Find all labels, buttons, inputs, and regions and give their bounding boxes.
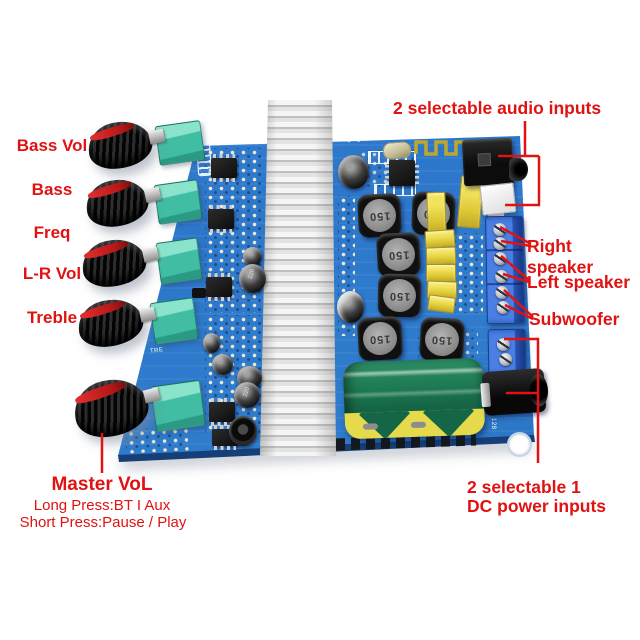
terminal-divider — [486, 248, 523, 252]
inductor-disc: 150 — [381, 237, 416, 272]
terminal-screw — [493, 222, 507, 237]
pot-lr-vol — [149, 297, 199, 345]
label-right-speaker: Right speaker — [527, 236, 594, 277]
audio-jack-nose — [509, 158, 528, 181]
label-dc-power-1: 2 selectable 1 — [467, 477, 581, 497]
label-lr-vol: L-R Vol — [22, 264, 82, 283]
label-short-press: Short Press:Pause / Play — [19, 514, 187, 531]
jack-detail — [477, 152, 492, 167]
pot-master-vol — [150, 379, 206, 433]
inductor-disc: 150 — [362, 321, 398, 356]
inductor-disc: 150 — [424, 322, 460, 357]
capacitor-value-text: 220 — [242, 385, 251, 398]
electrolytic-capacitor — [203, 333, 220, 353]
electrolytic-capacitor — [338, 155, 369, 189]
soic-chip — [211, 154, 237, 182]
dc-barrel-jack — [480, 367, 550, 417]
toroid-inductor — [229, 416, 257, 446]
speaker-terminal-block — [485, 215, 525, 325]
smd-pad-cluster — [455, 233, 483, 313]
label-audio-inputs: 2 selectable audio inputs — [393, 98, 602, 118]
bluetooth-ic-chip — [385, 160, 419, 186]
pot-bass-vol — [154, 119, 206, 167]
inductor-150: 150 — [418, 316, 466, 363]
silkscreen-128: 128 — [490, 418, 496, 430]
crystal-oscillator — [382, 141, 412, 160]
inductor-150: 150 — [377, 273, 422, 318]
terminal-screw — [496, 300, 510, 315]
capacitor-value-text: 220 — [247, 268, 257, 280]
label-treble: Treble — [26, 308, 78, 327]
dc-terminal-block — [487, 328, 527, 376]
inductor-150: 150 — [356, 192, 403, 239]
terminal-screw — [496, 337, 510, 352]
inductor-150: 150 — [356, 315, 404, 362]
label-freq: Freq — [33, 223, 71, 242]
inductor-disc: 150 — [382, 278, 417, 313]
electrolytic-capacitor — [337, 291, 364, 323]
soic-chip — [206, 273, 232, 301]
label-subwoofer: Subwoofer — [529, 309, 620, 329]
yellow-capacitor — [425, 246, 457, 266]
label-left-speaker: Left speaker — [527, 272, 631, 292]
aux-input-connector — [479, 182, 517, 216]
terminal-screw — [499, 352, 513, 367]
label-bass: Bass — [31, 180, 73, 199]
pot-bass — [153, 179, 203, 225]
band-pad — [362, 423, 379, 430]
dc-jack-opening — [528, 373, 550, 407]
electrolytic-capacitor — [243, 247, 262, 266]
mounting-hole — [507, 432, 532, 457]
inductor-150: 150 — [375, 231, 422, 278]
knob-shaft — [141, 246, 160, 263]
chevron-mark — [423, 408, 474, 438]
terminal-divider — [487, 282, 524, 286]
pot-freq — [155, 237, 203, 285]
audio-jack-3-5mm — [461, 137, 515, 187]
label-long-press: Long Press:BT I Aux — [33, 497, 171, 514]
soic-chip — [209, 398, 235, 426]
label-bass-vol: Bass Vol — [16, 136, 88, 155]
electrolytic-capacitor: 220 — [239, 264, 266, 293]
label-master-vol: Master VoL — [51, 474, 153, 495]
inductor-disc: 150 — [362, 198, 397, 233]
electrolytic-capacitor — [212, 354, 233, 375]
yellow-capacitor — [426, 264, 456, 282]
capacitor-yellow-band — [344, 408, 486, 440]
terminal-screw — [493, 251, 507, 266]
silkscreen-power-marking: - +o -o + — [336, 136, 369, 145]
electrolytic-capacitor: 220 — [234, 382, 260, 408]
filter-capacitor-green — [342, 357, 486, 440]
yellow-capacitor — [426, 191, 447, 235]
band-pad — [410, 421, 427, 429]
terminal-screw — [495, 269, 509, 284]
soic-chip — [208, 205, 234, 233]
dc-jack-ring — [480, 382, 491, 408]
terminal-screw — [495, 285, 509, 300]
label-dc-power-2: DC power inputs — [467, 496, 607, 516]
tactile-switch — [192, 288, 206, 298]
heatsink — [260, 100, 336, 456]
